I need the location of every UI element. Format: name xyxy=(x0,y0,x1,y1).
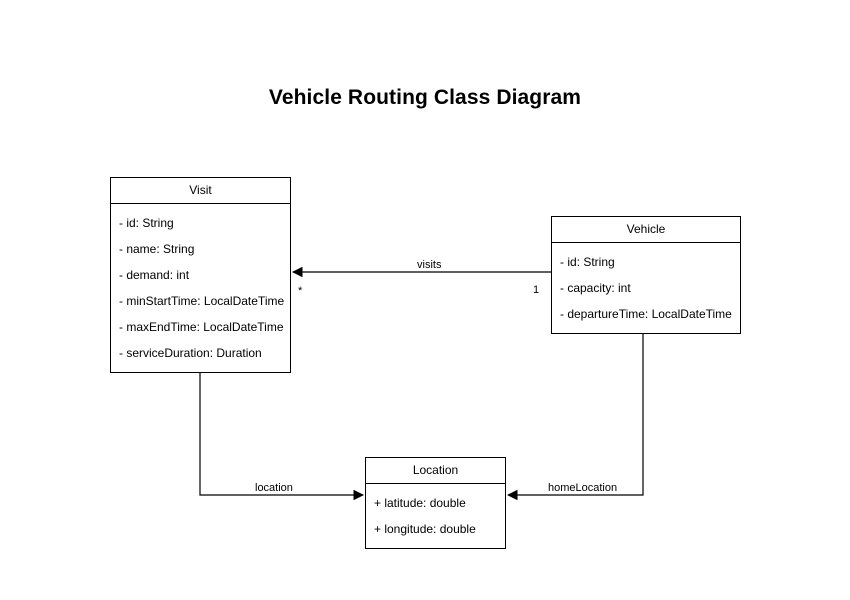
attribute-row: - departureTime: LocalDateTime xyxy=(560,307,732,321)
page-title: Vehicle Routing Class Diagram xyxy=(268,86,582,109)
edge-label-visits: visits xyxy=(414,259,445,271)
edge-label-location: location xyxy=(252,482,296,494)
edge-home-location xyxy=(506,322,644,501)
class-name-vehicle: Vehicle xyxy=(552,217,740,243)
class-name-visit: Visit xyxy=(111,178,290,204)
attribute-row: + latitude: double xyxy=(374,496,466,510)
attribute-row: - id: String xyxy=(119,216,174,230)
class-box-visit[interactable]: Visit - id: String - name: String - dema… xyxy=(110,177,291,373)
class-box-location[interactable]: Location + latitude: double + longitude:… xyxy=(365,457,506,549)
attribute-row: - name: String xyxy=(119,242,195,256)
attribute-row: - demand: int xyxy=(119,268,190,282)
multiplicity-visits-target: * xyxy=(298,285,303,297)
attribute-row: - id: String xyxy=(560,255,615,269)
attribute-row: + longitude: double xyxy=(374,522,476,536)
class-box-vehicle[interactable]: Vehicle - id: String - capacity: int - d… xyxy=(551,216,741,334)
class-name-location: Location xyxy=(366,458,505,484)
class-attributes-location: + latitude: double + longitude: double xyxy=(366,484,505,548)
class-attributes-visit: - id: String - name: String - demand: in… xyxy=(111,204,290,372)
attribute-row: - minStartTime: LocalDateTime xyxy=(119,294,285,308)
attribute-row: - serviceDuration: Duration xyxy=(119,346,262,360)
attribute-row: - maxEndTime: LocalDateTime xyxy=(119,320,284,334)
class-attributes-vehicle: - id: String - capacity: int - departure… xyxy=(552,243,740,333)
attribute-row: - capacity: int xyxy=(560,281,631,295)
edge-label-home-location: homeLocation xyxy=(545,482,621,494)
edge-location xyxy=(199,361,365,501)
multiplicity-visits-source: 1 xyxy=(533,284,540,296)
